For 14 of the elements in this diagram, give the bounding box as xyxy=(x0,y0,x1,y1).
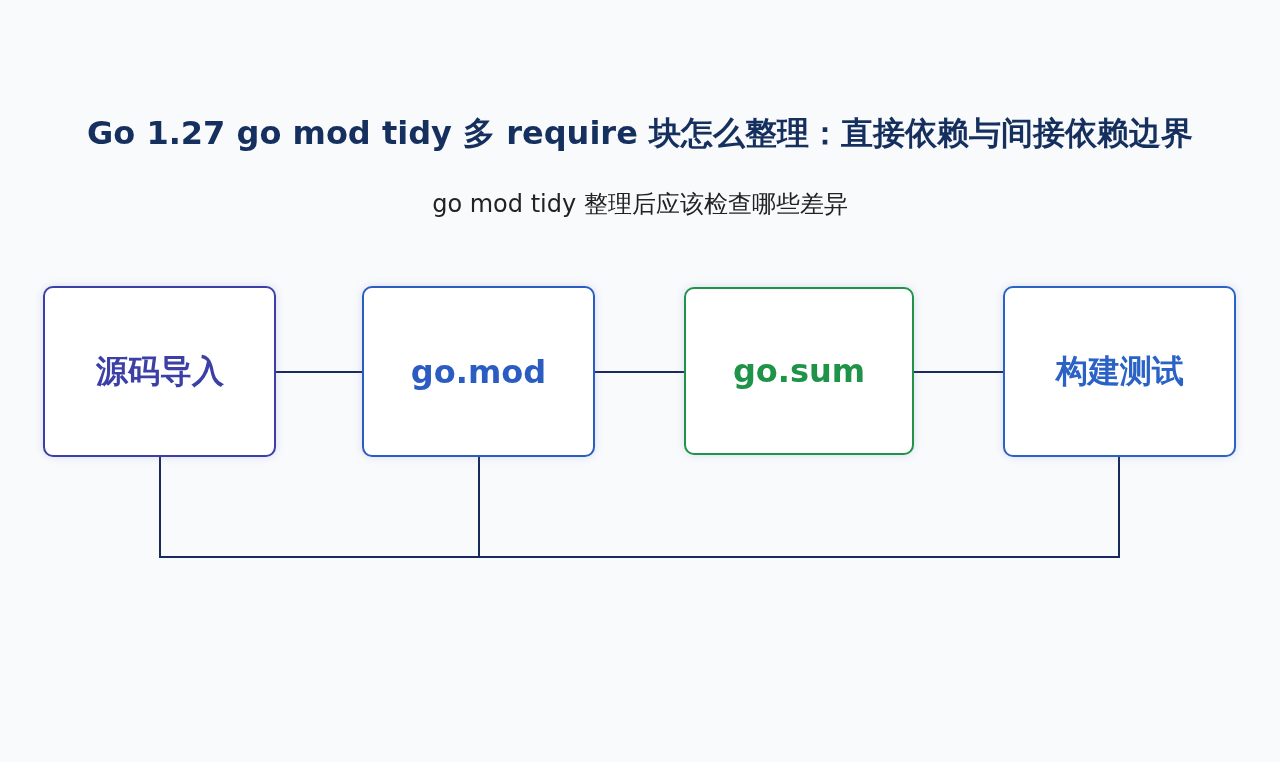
box-label: 构建测试 xyxy=(1055,350,1184,392)
connector-line xyxy=(913,371,1004,373)
box-label: go.mod xyxy=(410,352,547,391)
process-box xyxy=(43,286,276,457)
connector-line xyxy=(594,371,685,373)
process-box xyxy=(1003,286,1236,457)
title: Go 1.27 go mod tidy 多 require 块怎么整理：直接依赖与间接依赖边界 xyxy=(86,113,1194,154)
connector-line xyxy=(275,371,363,373)
box-label: go.sum xyxy=(732,352,866,390)
process-box xyxy=(362,286,595,457)
subtitle: go mod tidy 整理后应该检查哪些差异 xyxy=(431,189,849,220)
connector-line xyxy=(478,456,1120,558)
process-box xyxy=(684,287,914,455)
box-label: 源码导入 xyxy=(95,350,224,392)
